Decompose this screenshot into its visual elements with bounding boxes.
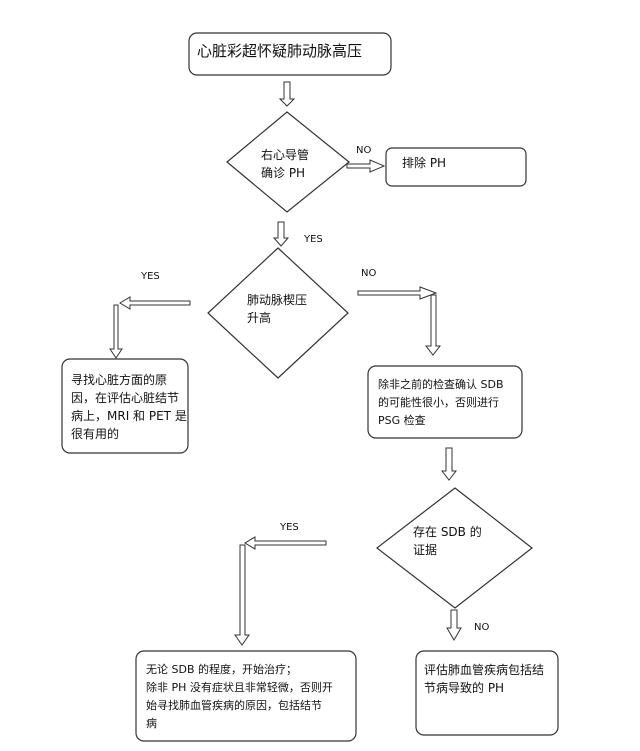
decision-rhc-label: 右心导管 确诊 PH <box>261 148 310 180</box>
branch-no-sdb: NO <box>474 622 490 633</box>
branch-yes-rhc: YES <box>304 234 323 245</box>
psg-box <box>367 365 523 439</box>
arrow-pawp-yes-down <box>109 304 123 359</box>
pulmonary-eval-label: 评估肺血管疾病包括结 节病导致的 PH <box>424 663 545 695</box>
exclude-ph-box <box>385 147 527 187</box>
start-box <box>188 32 392 76</box>
branch-yes-pawp: YES <box>141 271 160 282</box>
arrow-sdb-yes-left <box>244 536 327 550</box>
arrow-start-to-rhc <box>278 81 296 107</box>
psg-label: 除非之前的检查确认 SDB 的可能性很小，否则进行 PSG 检查 <box>378 378 504 427</box>
arrow-rhc-to-pawp <box>272 221 290 247</box>
start-label: 心脏彩超怀疑肺动脉高压 <box>197 42 363 60</box>
arrow-pawp-no-down <box>424 294 442 356</box>
decision-pawp-label: 肺动脉楔压 升高 <box>247 293 308 325</box>
cardiac-cause-label: 寻找心脏方面的原 因，在评估心脏结节 病上，MRI 和 PET 是 很有用的 <box>71 373 187 441</box>
decision-sdb-label: 存在 SDB 的 证据 <box>413 525 482 557</box>
pulmonary-eval-box <box>415 650 559 736</box>
arrow-rhc-to-exclude <box>346 159 386 173</box>
decision-diamond-pawp <box>207 247 349 379</box>
branch-no-rhc: NO <box>356 145 372 156</box>
treatment-box <box>135 650 357 742</box>
decision-diamond-sdb <box>376 487 533 609</box>
exclude-ph-label: 排除 PH <box>402 156 447 170</box>
arrow-psg-to-sdb <box>440 447 458 481</box>
treatment-label: 无论 SDB 的程度，开始治疗； 除非 PH 没有症状且非常轻微，否则开 始寻找… <box>146 663 333 730</box>
arrow-sdb-yes-down <box>234 544 250 646</box>
arrow-sdb-no-down <box>446 609 462 641</box>
cardiac-cause-box <box>61 358 189 454</box>
branch-no-pawp: NO <box>361 268 377 279</box>
arrow-pawp-yes-left <box>119 296 191 310</box>
decision-diamond-rhc <box>226 111 350 213</box>
branch-yes-sdb: YES <box>280 522 299 533</box>
arrow-pawp-no-right <box>357 286 438 300</box>
